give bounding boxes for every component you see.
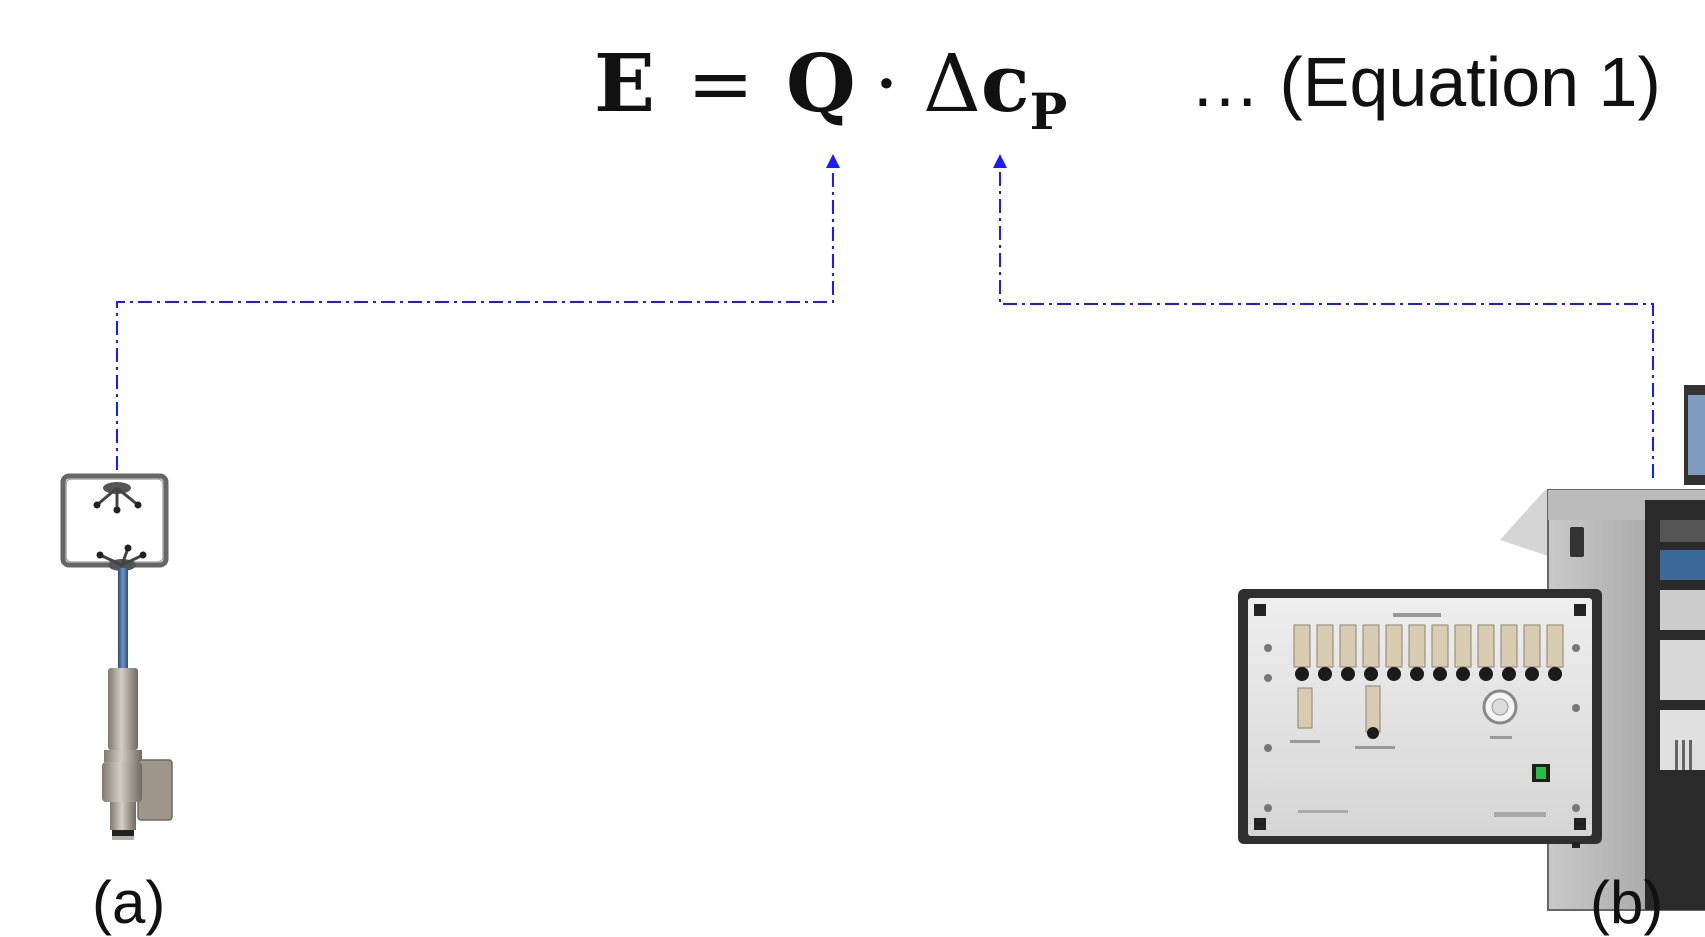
arrowhead-flow bbox=[826, 154, 840, 168]
connector-to-flow bbox=[116, 165, 834, 470]
flowmeter-tubes bbox=[1293, 624, 1564, 681]
label-b: (b) bbox=[1590, 869, 1664, 936]
delta-symbol: Δ bbox=[923, 37, 981, 130]
gas-analyzer-instrument-icon bbox=[1238, 385, 1705, 911]
flow-symbol: Q bbox=[786, 36, 856, 130]
arrowhead-concentration bbox=[993, 154, 1007, 168]
ultrasonic-anemometer-icon bbox=[60, 473, 173, 840]
label-a: (a) bbox=[92, 869, 166, 936]
concentration-symbol: c bbox=[980, 36, 1030, 130]
connector-to-concentration bbox=[999, 165, 1654, 478]
concentration-subscript: P bbox=[1029, 82, 1068, 141]
emission-symbol: E bbox=[594, 36, 655, 130]
equation-reference: … (Equation 1) bbox=[1190, 43, 1661, 121]
multiply-dot: · bbox=[873, 37, 900, 130]
equation: E = Q · Δ c P bbox=[594, 36, 1067, 141]
equals-sign: = bbox=[686, 37, 755, 130]
